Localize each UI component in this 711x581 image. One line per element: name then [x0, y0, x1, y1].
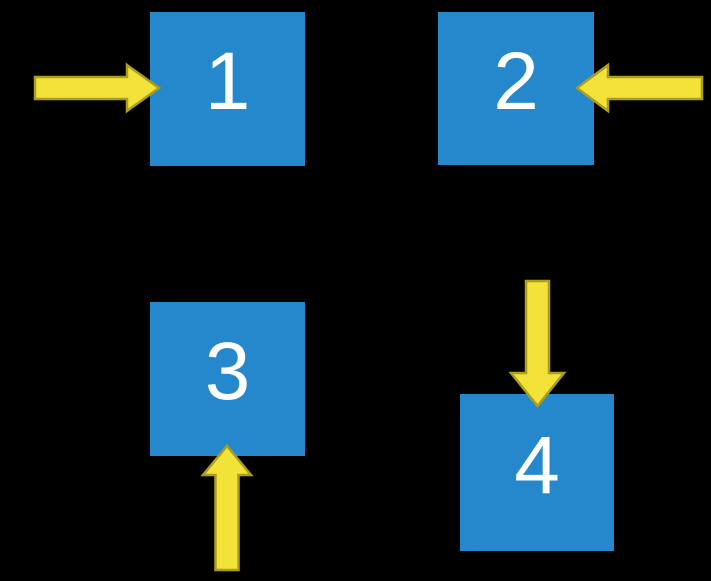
arrow-up-icon — [200, 444, 254, 572]
box-1: 1 — [150, 12, 305, 166]
arrow-right-icon — [33, 62, 162, 114]
box-4-label: 4 — [514, 419, 560, 511]
box-3: 3 — [150, 302, 305, 456]
box-3-label: 3 — [204, 326, 251, 417]
arrow-down-icon — [508, 279, 567, 408]
box-4: 4 — [460, 394, 614, 551]
box-1-label: 1 — [204, 36, 251, 127]
arrow-left-icon — [574, 62, 704, 114]
box-2-label: 2 — [493, 35, 539, 127]
box-2: 2 — [438, 12, 594, 165]
